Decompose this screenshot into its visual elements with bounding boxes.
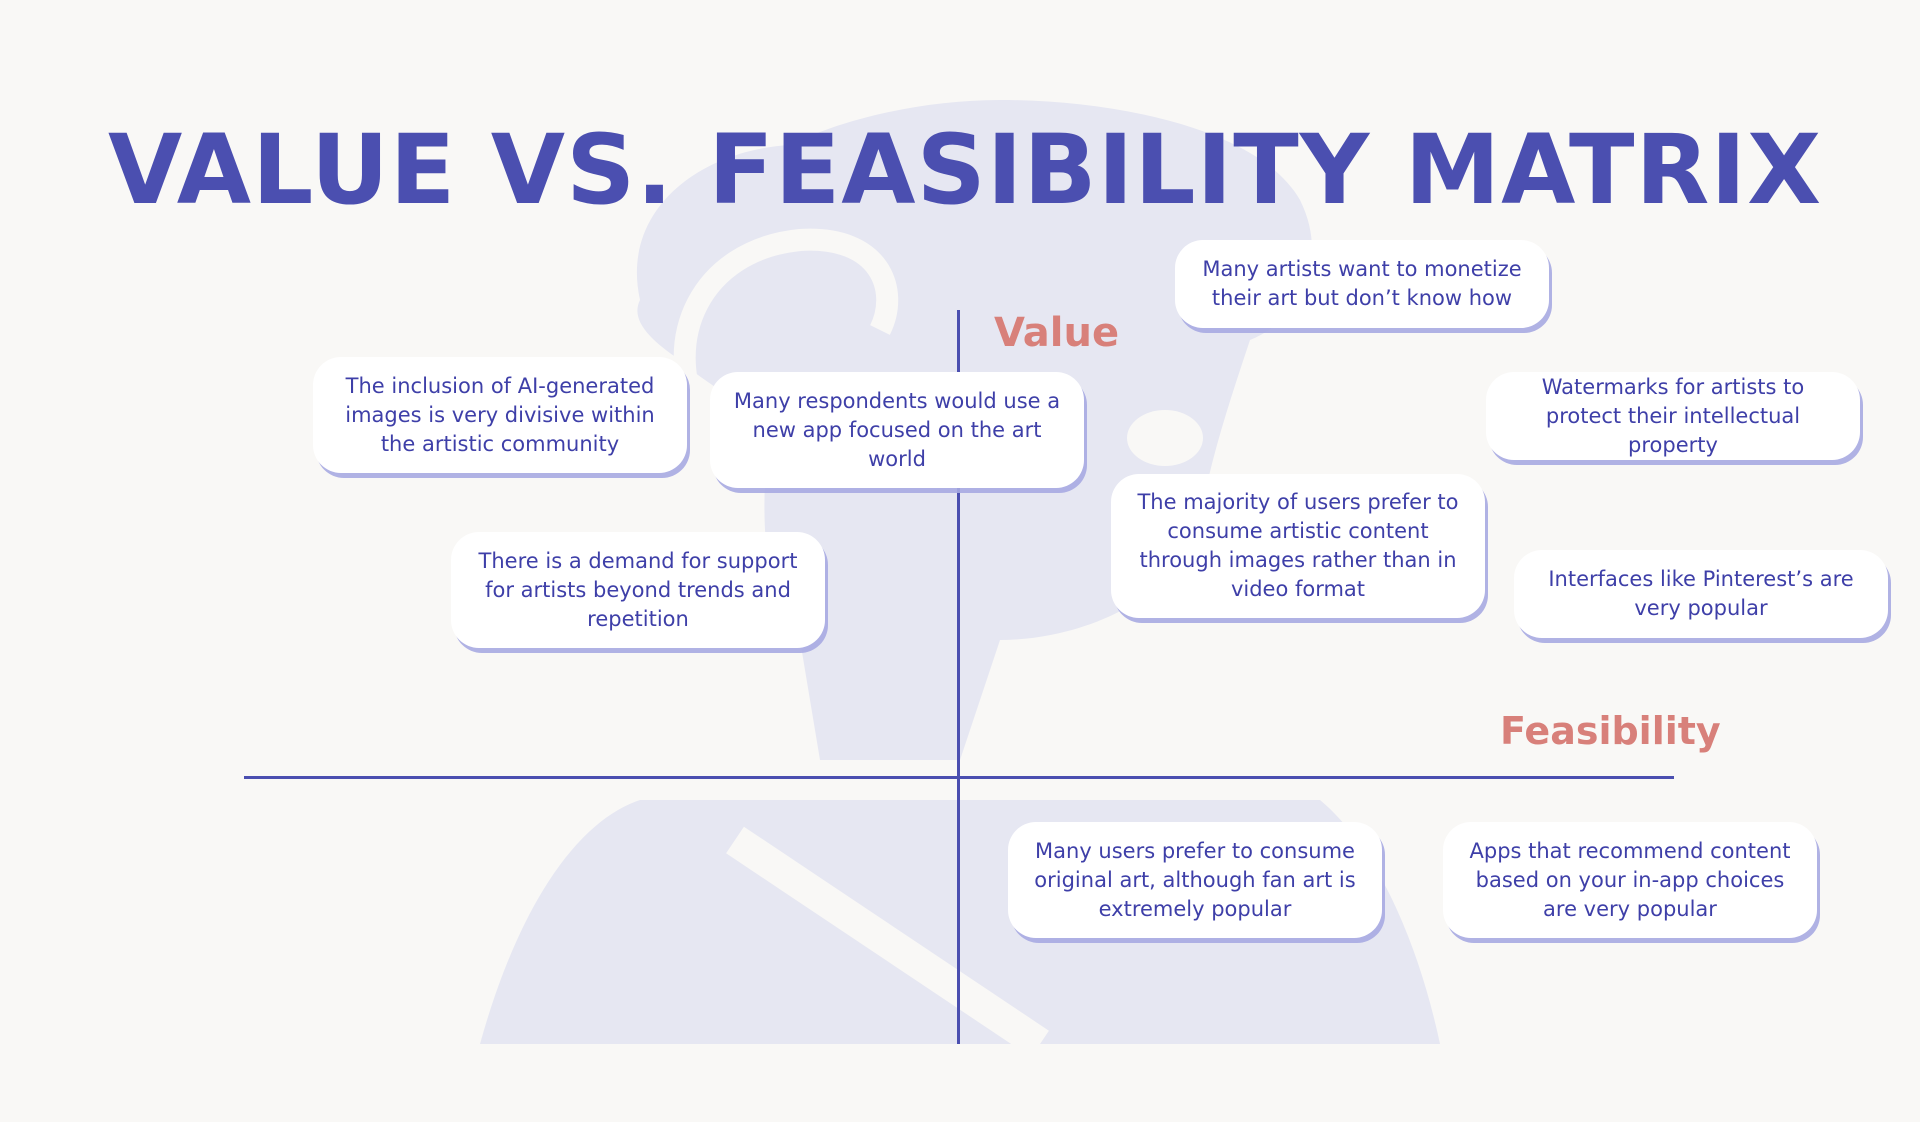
feasibility-axis-label: Feasibility [1500, 709, 1721, 753]
note-original-vs-fan-art: Many users prefer to consume original ar… [1008, 822, 1382, 938]
note-pinterest-interfaces: Interfaces like Pinterest’s are very pop… [1514, 550, 1888, 638]
value-axis [957, 310, 960, 1044]
note-watermarks: Watermarks for artists to protect their … [1486, 372, 1860, 460]
note-artist-support-demand: There is a demand for support for artist… [451, 532, 825, 648]
page-title: VALUE VS. FEASIBILITY MATRIX [108, 114, 1823, 226]
value-axis-label: Value [994, 310, 1120, 356]
feasibility-axis [244, 776, 1674, 779]
silhouette-strap [726, 826, 1049, 1058]
silhouette-hair-curve [673, 228, 899, 425]
note-monetize-art: Many artists want to monetize their art … [1175, 240, 1549, 328]
note-ai-generated-images: The inclusion of AI-generated images is … [313, 357, 687, 473]
silhouette-ear [1127, 410, 1203, 466]
note-new-art-app: Many respondents would use a new app foc… [710, 372, 1084, 488]
note-images-vs-video: The majority of users prefer to consume … [1111, 474, 1485, 618]
note-recommendation-apps: Apps that recommend content based on you… [1443, 822, 1817, 938]
